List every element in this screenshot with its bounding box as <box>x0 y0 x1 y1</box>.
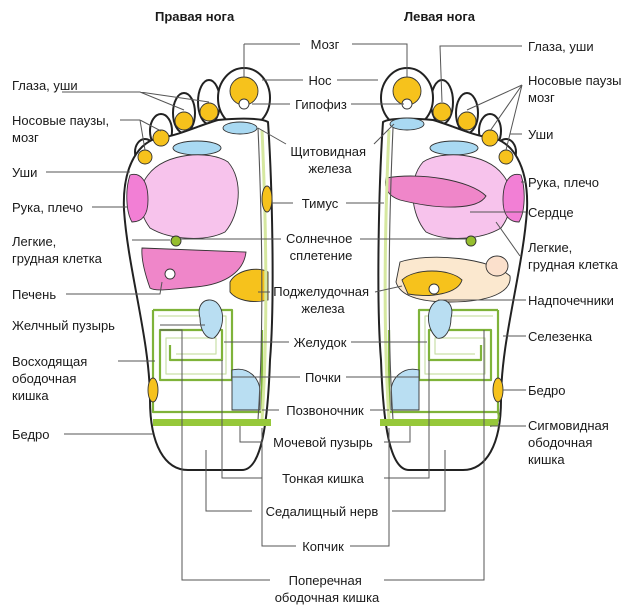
label-thyroid: Щитовидная железа <box>290 144 369 176</box>
left-hip-zone <box>493 378 503 402</box>
left-solar-plexus-zone <box>466 236 476 246</box>
label-thymus: Тимус <box>302 196 339 211</box>
center-labels: Мозг Нос Гипофиз Щитовидная железа Тимус… <box>266 37 380 605</box>
label-liver-left: Печень <box>12 287 56 302</box>
right-eyes-band-zone <box>173 141 221 155</box>
label-pancreas: Поджелудочная железа <box>273 284 372 316</box>
left-spleen-zone <box>486 256 508 276</box>
label-spine: Позвоночник <box>286 403 364 418</box>
label-hip-left: Бедро <box>12 427 50 442</box>
leader-thyroid <box>258 124 394 144</box>
label-brain: Мозг <box>311 37 340 52</box>
right-solar-plexus-zone <box>171 236 181 246</box>
left-sinus-zone-4 <box>499 150 513 164</box>
left-sinus-zone-2 <box>458 112 476 130</box>
left-foot-labels: Глаза, уши Носовые паузы мозг Уши Рука, … <box>528 39 625 467</box>
right-thymus-zone <box>262 186 272 212</box>
label-hip-right: Бедро <box>528 383 566 398</box>
right-foot <box>124 68 273 470</box>
label-sigmoid-right: Сигмовидная ободочная кишка <box>528 418 612 467</box>
label-arm-left: Рука, плечо <box>12 200 83 215</box>
left-bladder-band <box>380 419 498 426</box>
label-sciatic: Седалищный нерв <box>266 504 379 519</box>
label-gallbladder-left: Желчный пузырь <box>12 318 115 333</box>
label-eyes-ears-right: Глаза, уши <box>528 39 594 54</box>
right-hip-zone <box>148 378 158 402</box>
label-small-intestine: Тонкая кишка <box>282 471 365 486</box>
label-adrenals-right: Надпочечники <box>528 293 614 308</box>
right-pituitary-zone <box>239 99 249 109</box>
label-stomach: Желудок <box>294 335 347 350</box>
right-sinus-zone-1 <box>200 103 218 121</box>
left-thyroid-zone <box>390 118 424 130</box>
label-sinuses-right: Носовые паузы мозг <box>528 73 625 105</box>
right-sinus-zone-4 <box>138 150 152 164</box>
right-sinus-zone-2 <box>175 112 193 130</box>
right-arm-shoulder-zone <box>127 174 148 222</box>
label-colon-left: Восходящая ободочная кишка <box>12 354 91 403</box>
label-spleen-right: Селезенка <box>528 329 593 344</box>
label-bladder: Мочевой пузырь <box>273 435 373 450</box>
label-lungs-left: Легкие, грудная клетка <box>12 234 103 266</box>
left-foot-heading: Левая нога <box>404 9 476 24</box>
label-eyes-ears-left: Глаза, уши <box>12 78 78 93</box>
right-foot-labels: Глаза, уши Носовые паузы, мозг Уши Рука,… <box>12 78 115 442</box>
label-transverse-colon: Поперечная ободочная кишка <box>275 573 380 605</box>
label-ears-left: Уши <box>12 165 37 180</box>
label-coccyx: Копчик <box>302 539 344 554</box>
right-thyroid-zone <box>223 122 257 134</box>
left-foot <box>378 68 527 470</box>
right-foot-heading: Правая нога <box>155 9 235 24</box>
label-kidneys: Почки <box>305 370 341 385</box>
right-gallbladder-dot <box>165 269 175 279</box>
label-nose: Нос <box>308 73 332 88</box>
label-heart-right: Сердце <box>528 205 574 220</box>
left-eyes-band-zone <box>430 141 478 155</box>
left-sinus-zone-3 <box>482 130 498 146</box>
label-lungs-right: Легкие, грудная клетка <box>528 240 619 272</box>
label-ears-right: Уши <box>528 127 553 142</box>
label-pituitary: Гипофиз <box>295 97 347 112</box>
label-sinuses-left: Носовые паузы, мозг <box>12 113 113 145</box>
label-solar-plexus: Солнечное сплетение <box>286 231 356 263</box>
left-sinus-zone-1 <box>433 103 451 121</box>
left-adrenal-dot <box>429 284 439 294</box>
right-sinus-zone-3 <box>153 130 169 146</box>
right-bladder-band <box>153 419 271 426</box>
label-arm-right: Рука, плечо <box>528 175 599 190</box>
